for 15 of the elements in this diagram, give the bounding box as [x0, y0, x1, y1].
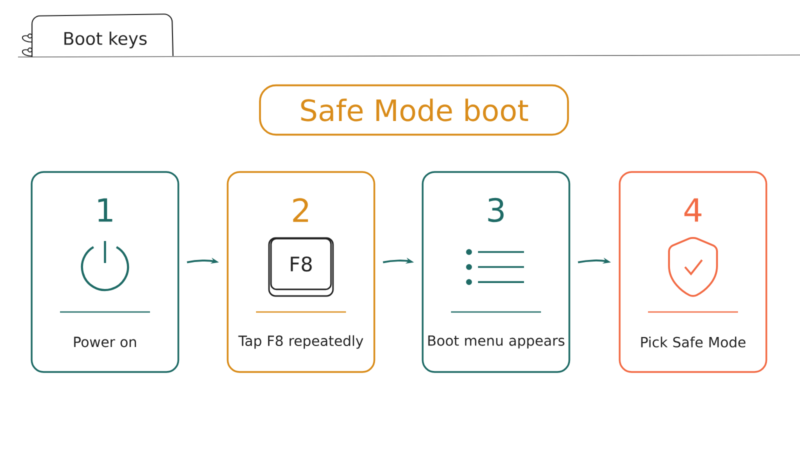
step-caption: Tap F8 repeatedly	[238, 335, 364, 349]
step-caption: Power on	[74, 336, 136, 348]
step-card	[226, 171, 376, 373]
step-caption: Boot menu appears	[428, 335, 564, 349]
tab-label-text: Boot keys	[64, 32, 147, 48]
step-number: 2	[293, 198, 308, 222]
title-box: Safe Mode boot	[259, 84, 569, 136]
step-number: 3	[488, 198, 504, 222]
step-number: 4	[684, 198, 702, 222]
step-caption: Pick Safe Mode	[641, 336, 746, 348]
step-card	[618, 171, 768, 373]
keyboard-key: F8	[268, 237, 334, 297]
step-card	[30, 171, 180, 373]
step-number: 1	[98, 198, 112, 222]
step-card	[422, 171, 570, 373]
